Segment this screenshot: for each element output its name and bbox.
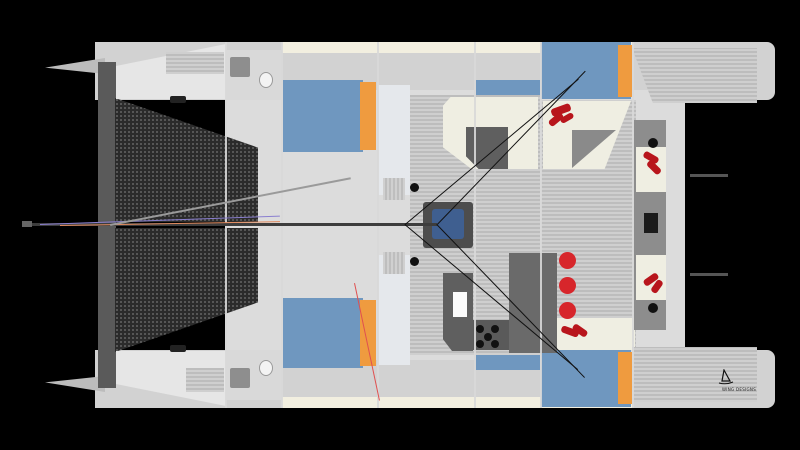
winch-panel-lower bbox=[383, 252, 405, 274]
lower-gunwale bbox=[282, 397, 632, 408]
bulkhead bbox=[540, 42, 542, 408]
pillow-lower-forward bbox=[360, 300, 376, 366]
pillow-upper-aft bbox=[618, 45, 632, 97]
winch-panel-upper bbox=[383, 178, 405, 200]
upper-hatch bbox=[170, 96, 186, 103]
bulkhead-console-upper bbox=[378, 85, 410, 195]
lower-hatch bbox=[170, 345, 186, 352]
upper-shelf bbox=[166, 52, 224, 74]
upper-gunwale bbox=[282, 42, 632, 53]
lower-toilet-icon bbox=[259, 360, 273, 376]
bulkhead bbox=[474, 42, 476, 408]
sailboat-logo-icon bbox=[718, 369, 734, 385]
burner bbox=[484, 333, 492, 341]
galley-counter bbox=[509, 253, 557, 353]
winch bbox=[410, 183, 419, 192]
stool-red bbox=[559, 252, 576, 269]
upper-toilet-icon bbox=[259, 72, 273, 88]
berth-upper-forward bbox=[283, 80, 363, 152]
aft-steps-upper bbox=[632, 48, 757, 103]
aft-rail-upper bbox=[690, 174, 728, 177]
steering-wheel bbox=[648, 303, 658, 313]
aft-rail-lower bbox=[690, 273, 728, 276]
lower-bow bbox=[45, 376, 105, 392]
upper-shower-tray bbox=[230, 57, 250, 77]
berth-lower-aft bbox=[541, 350, 631, 407]
bowsprit bbox=[22, 223, 437, 226]
bowsprit-tip bbox=[22, 221, 32, 227]
settee-aft-lower bbox=[543, 318, 635, 350]
stool-red bbox=[559, 277, 576, 294]
helm-display bbox=[644, 213, 658, 233]
logo-text: WING DESIGNS bbox=[722, 387, 757, 392]
burner bbox=[491, 325, 499, 333]
upper-bow bbox=[45, 58, 105, 74]
galley-sink bbox=[453, 292, 467, 317]
bulkhead bbox=[632, 42, 634, 408]
burner bbox=[491, 340, 499, 348]
pillow-lower-aft bbox=[618, 352, 632, 404]
burner bbox=[476, 340, 484, 348]
burner bbox=[476, 325, 484, 333]
berth-lower-forward bbox=[283, 298, 363, 368]
pillow-upper-forward bbox=[360, 82, 376, 150]
lower-shower-tray bbox=[230, 368, 250, 388]
lower-shelf bbox=[186, 368, 224, 392]
berth-upper-aft bbox=[541, 42, 631, 99]
berth-lower-mid bbox=[476, 350, 540, 370]
stool-red bbox=[559, 302, 576, 319]
aft-steps-lower bbox=[632, 347, 757, 402]
table-upper-left bbox=[466, 127, 508, 169]
steering-wheel bbox=[648, 138, 658, 148]
winch bbox=[410, 257, 419, 266]
